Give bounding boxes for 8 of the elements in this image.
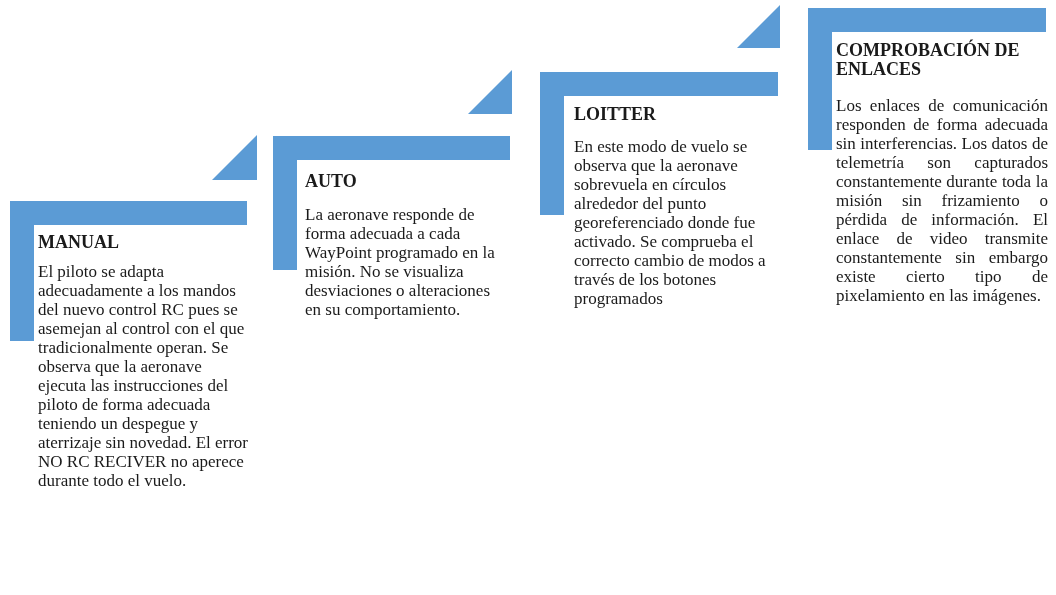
step-heading: AUTO <box>305 172 358 191</box>
step-description: La aeronave responde de forma adecuada a cada WayPoint programado en la misión. No se visualiza desviaciones o alteraciones en su comportamiento. <box>305 205 496 319</box>
step-description: En este modo de vuelo se observa que la aeronave sobrevuela en círculos alrededor del punto georeferenciado donde fue activado. Se comprueba el correcto cambio de modos a través de los botones programados <box>574 137 767 308</box>
step-heading: MANUAL <box>38 233 120 252</box>
step-heading: COMPROBACIÓN DE ENLACES <box>836 41 1021 79</box>
step-description: El piloto se adapta adecuadamente a los mandos del nuevo control RC pues se asemejan al control con el que tradicionalmente operan. Se observa que la aeronave ejecuta las instrucciones del piloto de forma adecuada teniendo un despegue y aterrizaje sin novedad. El error NO RC RECIVER no aperece durante todo el vuelo. <box>38 262 250 490</box>
step-description: Los enlaces de comunicación responden de forma adecuada sin interferencias. Los datos de telemetría son capturados constantemente durante toda la misión sin frizamiento o pérdida de información. El enlace de video transmite constantemente sin embargo existe cierto tipo de pixelamiento en las imágenes. <box>836 96 1048 305</box>
step-heading: LOITTER <box>574 105 658 124</box>
